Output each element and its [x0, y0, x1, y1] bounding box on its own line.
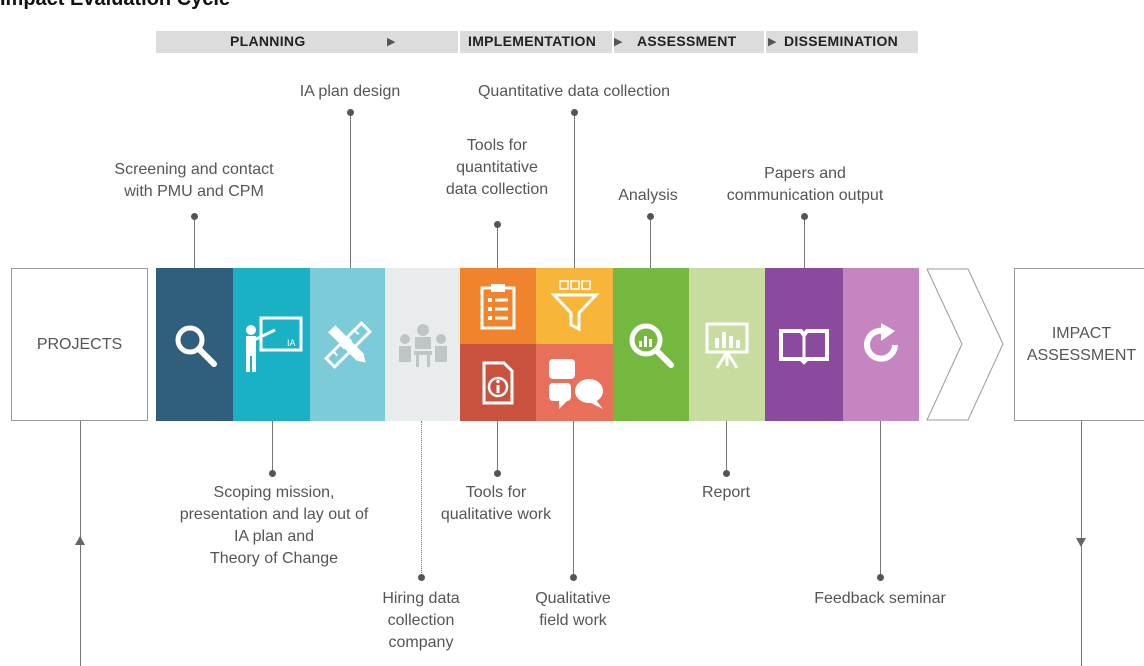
phase-arrow-icon: ▶ [387, 36, 396, 48]
connector-line [497, 224, 498, 268]
step-tools-qualitative [460, 344, 536, 421]
connector-dot [570, 574, 577, 581]
phase-arrow-icon: ▶ [768, 36, 777, 48]
step-analysis [613, 268, 689, 421]
connector-line [880, 421, 881, 577]
step-papers [765, 268, 843, 421]
connector-line [497, 421, 498, 473]
connector-dot [647, 213, 654, 220]
connector-dot [877, 574, 884, 581]
clipboard-checklist-icon [480, 284, 516, 330]
connector-line [573, 421, 574, 577]
connector-dot [494, 470, 501, 477]
label-report: Report [701, 484, 751, 501]
phase-label-dissemination: DISSEMINATION [784, 33, 899, 49]
label-qualitative-field: Qualitative field work [535, 590, 611, 629]
connector-line [272, 421, 273, 473]
step-tools-quantitative [460, 268, 536, 344]
connector-dot [347, 109, 354, 116]
phase-bar-dissemination [766, 31, 918, 53]
phase-label-assessment: ASSESSMENT [637, 33, 737, 49]
label-tools-quantitative: Tools for quantitative data collection [445, 137, 549, 198]
label-quantitative-collection: Quantitative data collection [477, 83, 671, 100]
step-screening [156, 268, 233, 421]
connector-line [350, 112, 351, 268]
connector-line [650, 216, 651, 268]
chart-easel-icon [705, 322, 749, 369]
funnel-icon [550, 280, 599, 332]
connector-dot [269, 470, 276, 477]
label-hiring: Hiring data collection company [382, 590, 460, 651]
connector-dot [723, 470, 730, 477]
phase-label-implementation: IMPLEMENTATION [468, 33, 597, 49]
diagram-title: Impact Evaluation Cycle [0, 0, 230, 11]
meeting-people-icon [398, 323, 447, 367]
connector-dot [801, 213, 808, 220]
chat-bubbles-icon [548, 358, 603, 409]
connector-line [726, 421, 727, 473]
open-book-icon [779, 328, 829, 365]
step-quantitative-collection [536, 268, 613, 344]
phase-label-planning: PLANNING [230, 33, 306, 49]
label-feedback: Feedback seminar [814, 590, 946, 607]
step-scoping: IA [233, 268, 310, 421]
connector-dot [571, 109, 578, 116]
phase-arrow-icon: ▶ [614, 36, 623, 48]
magnifier-icon [175, 325, 217, 367]
label-tools-qualitative: Tools for qualitative work [440, 484, 552, 523]
info-document-icon [482, 361, 514, 404]
step-report [689, 268, 765, 421]
label-screening: Screening and contact with PMU and CPM [114, 161, 274, 200]
chevron-arrow-icon [926, 268, 1004, 421]
connector-line [804, 216, 805, 268]
svg-text:IA: IA [287, 338, 296, 348]
chart-magnifier-icon [629, 323, 674, 368]
step-qualitative-field [536, 344, 613, 421]
projects-box: PROJECTS [11, 268, 148, 421]
phase-bar-planning [156, 31, 458, 53]
connector-line [194, 216, 195, 268]
phase-bar-assessment [614, 31, 764, 53]
label-scoping: Scoping mission, presentation and lay ou… [179, 484, 369, 567]
connector-dot [191, 213, 198, 220]
phase-bar-implementation [460, 31, 612, 53]
step-feedback [843, 268, 919, 421]
impact-assessment-box: IMPACT ASSESSMENT [1014, 268, 1144, 421]
label-analysis: Analysis [618, 187, 678, 204]
connector-dot [494, 221, 501, 228]
arrow-up-icon [75, 536, 85, 545]
connector-dot [418, 574, 425, 581]
label-ia-plan-design: IA plan design [299, 83, 401, 100]
connector-line [574, 112, 575, 268]
ruler-pencil-icon [323, 320, 372, 369]
refresh-icon [864, 322, 898, 362]
presentation-board-icon: IA [245, 316, 302, 372]
step-design [310, 268, 385, 421]
step-hiring [385, 268, 460, 421]
arrow-down-icon [1076, 538, 1086, 547]
connector-dashed-line [421, 421, 422, 577]
label-papers: Papers and communication output [726, 165, 884, 204]
